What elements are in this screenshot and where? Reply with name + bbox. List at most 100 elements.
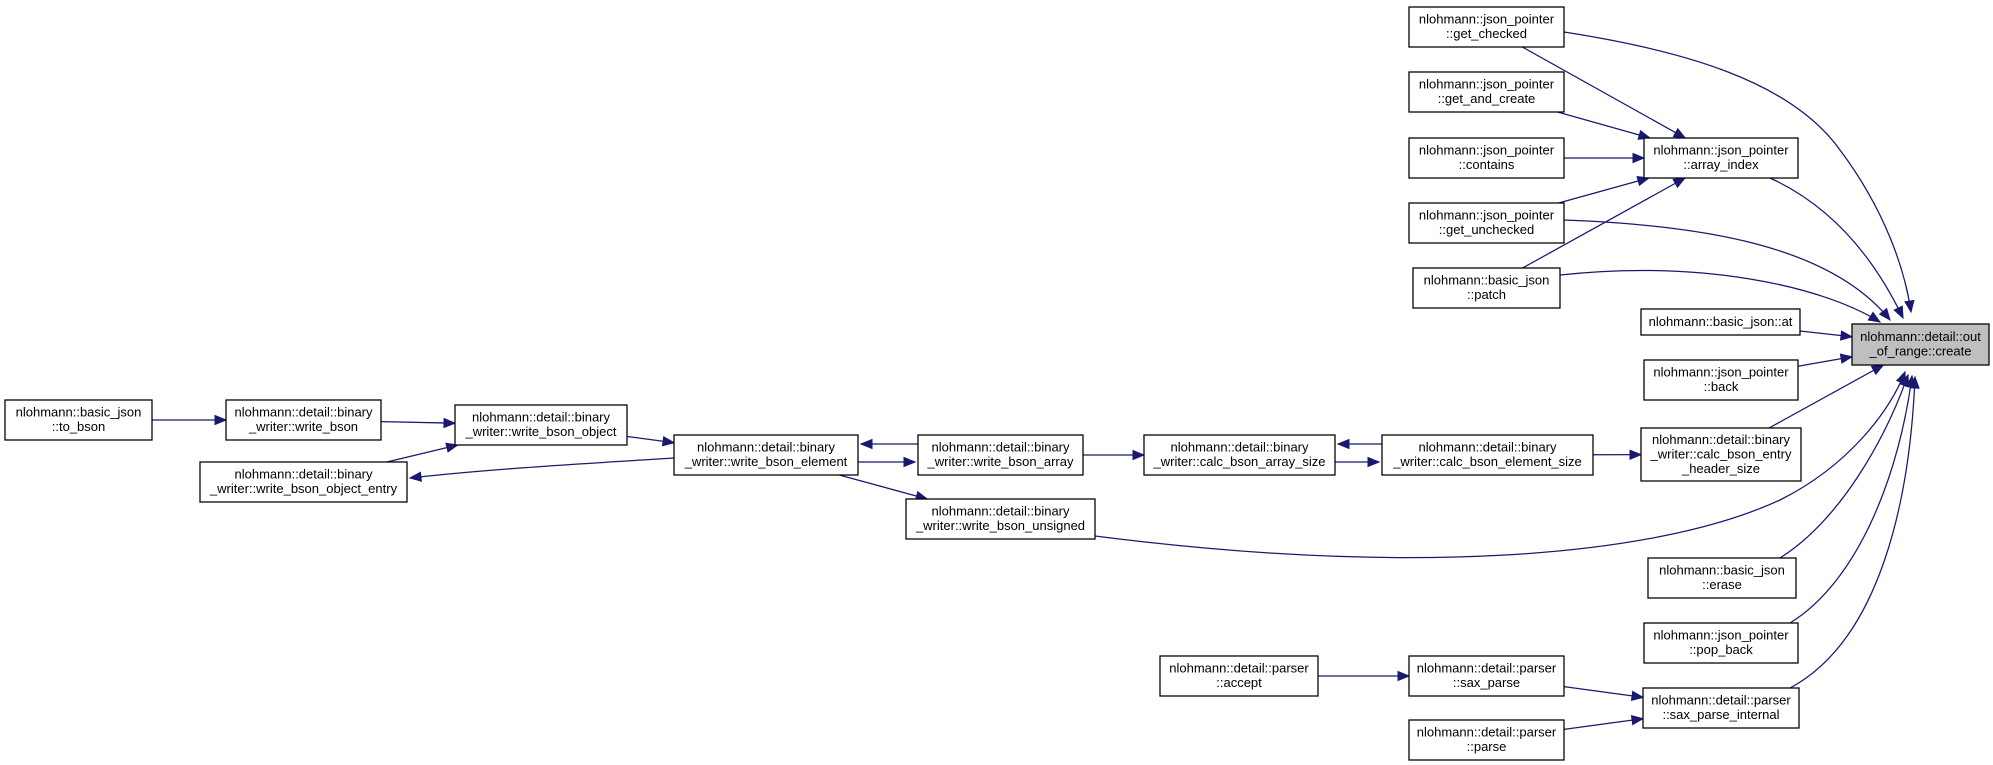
node-label-line: nlohmann::detail::binary <box>697 440 836 455</box>
node-bw_calc_array_size[interactable]: nlohmann::detail::binary_writer::calc_bs… <box>1143 434 1336 476</box>
node-box <box>4 399 153 441</box>
node-jp_array_index[interactable]: nlohmann::json_pointer::array_index <box>1643 137 1799 179</box>
node-label-line: nlohmann::detail::parser <box>1417 661 1557 676</box>
node-bw_calc_element_size[interactable]: nlohmann::detail::binary_writer::calc_bs… <box>1381 434 1594 476</box>
arrow-head <box>1629 449 1643 460</box>
edge-line <box>1558 177 1650 204</box>
edge-bw_write_array-to-bw_write_element <box>859 438 918 450</box>
node-box <box>1159 655 1319 697</box>
edge-jp_back-to-root <box>1797 353 1854 367</box>
node-jp_get_checked[interactable]: nlohmann::json_pointer::get_checked <box>1408 6 1565 48</box>
node-p_accept[interactable]: nlohmann::detail::parser::accept <box>1159 655 1319 697</box>
node-label-line: _writer::write_bson_element <box>684 454 848 469</box>
arrow-head <box>214 414 228 426</box>
node-label-line: _of_range::create <box>1869 344 1972 359</box>
node-bw_write_unsigned[interactable]: nlohmann::detail::binary_writer::write_b… <box>905 498 1096 540</box>
node-label-line: ::erase <box>1702 577 1742 592</box>
node-box <box>199 461 408 503</box>
node-bw_write_object[interactable]: nlohmann::detail::binary_writer::write_b… <box>454 404 628 446</box>
node-box <box>1851 323 1990 366</box>
edge-line <box>1559 269 1881 323</box>
edge-line <box>409 457 675 479</box>
node-jp_pop_back[interactable]: nlohmann::json_pointer::pop_back <box>1643 622 1799 664</box>
arrow-head <box>859 438 873 450</box>
graph-edges <box>152 31 1920 731</box>
edge-line <box>1768 364 1884 429</box>
node-bj_at[interactable]: nlohmann::basic_json::at <box>1640 308 1801 336</box>
node-bj_to_bson[interactable]: nlohmann::basic_json::to_bson <box>4 399 153 441</box>
edge-line <box>1769 177 1904 319</box>
edge-line <box>380 420 456 424</box>
node-label-line: nlohmann::detail::binary <box>1418 440 1557 455</box>
node-p_sax_parse[interactable]: nlohmann::detail::parser::sax_parse <box>1408 655 1565 697</box>
node-label-line: nlohmann::detail::binary <box>931 440 1070 455</box>
node-bj_patch[interactable]: nlohmann::basic_json::patch <box>1412 267 1561 309</box>
arrow-head <box>1867 311 1882 323</box>
node-label-line: nlohmann::basic_json::at <box>1649 314 1793 329</box>
node-box <box>1643 359 1799 401</box>
node-label-line: ::get_and_create <box>1438 91 1536 106</box>
node-label-line: nlohmann::json_pointer <box>1419 12 1555 27</box>
edge-jp_contains-to-jp_array_index <box>1564 152 1646 164</box>
node-label-line: ::to_bson <box>52 419 106 434</box>
node-label-line: nlohmann::json_pointer <box>1653 365 1789 380</box>
edge-bw_calc_array_size-to-bw_calc_element_size <box>1335 456 1381 468</box>
arrow-head <box>1636 176 1651 187</box>
node-p_parse[interactable]: nlohmann::detail::parser::parse <box>1408 719 1565 761</box>
edge-jp_get_and_create-to-jp_array_index <box>1557 111 1652 140</box>
node-root[interactable]: nlohmann::detail::out_of_range::create <box>1851 323 1990 366</box>
node-label-line: nlohmann::json_pointer <box>1653 143 1789 158</box>
edge-jp_pop_back-to-root <box>1789 374 1916 624</box>
node-bw_calc_entry_header[interactable]: nlohmann::detail::binary_writer::calc_bs… <box>1640 427 1802 482</box>
node-box <box>1408 137 1565 179</box>
arrow-head <box>1672 177 1687 189</box>
edge-p_accept-to-p_sax_parse <box>1318 670 1411 682</box>
arrow-head <box>1132 449 1146 461</box>
node-p_sax_parse_internal[interactable]: nlohmann::detail::parser::sax_parse_inte… <box>1642 687 1800 729</box>
node-box <box>1408 6 1565 48</box>
edge-jp_get_checked-to-root <box>1563 31 1915 314</box>
node-bj_erase[interactable]: nlohmann::basic_json::erase <box>1647 557 1797 599</box>
edge-line <box>1522 177 1686 269</box>
node-label-line: nlohmann::detail::parser <box>1169 661 1309 676</box>
node-bw_write_bson[interactable]: nlohmann::detail::binary_writer::write_b… <box>225 399 382 441</box>
node-jp_contains[interactable]: nlohmann::json_pointer::contains <box>1408 137 1565 179</box>
edge-bj_patch-to-root <box>1559 269 1882 323</box>
node-label-line: _writer::write_bson_object <box>464 424 616 439</box>
node-jp_get_and_create[interactable]: nlohmann::json_pointer::get_and_create <box>1408 71 1565 113</box>
edge-bw_write_bson-to-bw_write_object <box>380 417 457 429</box>
node-box <box>905 498 1096 540</box>
node-box <box>1643 137 1799 179</box>
edge-bw_write_element-to-bw_write_array <box>858 456 917 468</box>
node-label-line: nlohmann::json_pointer <box>1419 208 1555 223</box>
node-label-line: nlohmann::detail::binary <box>1170 440 1309 455</box>
node-bw_write_element[interactable]: nlohmann::detail::binary_writer::write_b… <box>673 434 859 476</box>
node-label-line: ::pop_back <box>1689 642 1753 657</box>
edge-jp_get_unchecked-to-root <box>1563 219 1891 322</box>
node-label-line: ::array_index <box>1683 157 1759 172</box>
edge-bw_write_element-to-bw_write_unsigned <box>839 474 929 502</box>
edge-jp_array_index-to-root <box>1769 177 1904 320</box>
node-box <box>1408 719 1565 761</box>
arrow-head <box>1397 670 1411 682</box>
node-jp_back[interactable]: nlohmann::json_pointer::back <box>1643 359 1799 401</box>
edge-bj_at-to-root <box>1799 330 1854 341</box>
node-label-line: _writer::calc_bson_array_size <box>1153 454 1326 469</box>
node-label-line: nlohmann::json_pointer <box>1419 77 1555 92</box>
node-bw_write_array[interactable]: nlohmann::detail::binary_writer::write_b… <box>917 434 1084 476</box>
edge-bw_calc_entry_header-to-root <box>1768 364 1885 429</box>
node-label-line: ::accept <box>1216 675 1262 690</box>
node-bw_write_object_entry[interactable]: nlohmann::detail::binary_writer::write_b… <box>199 461 408 503</box>
node-label-line: nlohmann::detail::parser <box>1417 725 1557 740</box>
edge-bj_patch-to-jp_array_index <box>1522 177 1687 269</box>
node-label-line: nlohmann::detail::binary <box>472 410 611 425</box>
node-label-line: nlohmann::detail::out <box>1860 329 1981 344</box>
node-box <box>673 434 859 476</box>
node-label-line: ::sax_parse_internal <box>1662 707 1779 722</box>
node-label-line: ::contains <box>1459 157 1515 172</box>
edge-p_sax_parse_internal-to-root <box>1789 375 1920 689</box>
node-label-line: ::sax_parse <box>1453 675 1520 690</box>
node-jp_get_unchecked[interactable]: nlohmann::json_pointer::get_unchecked <box>1408 202 1565 244</box>
edge-bw_calc_element_size-to-bw_calc_array_size <box>1336 438 1382 450</box>
